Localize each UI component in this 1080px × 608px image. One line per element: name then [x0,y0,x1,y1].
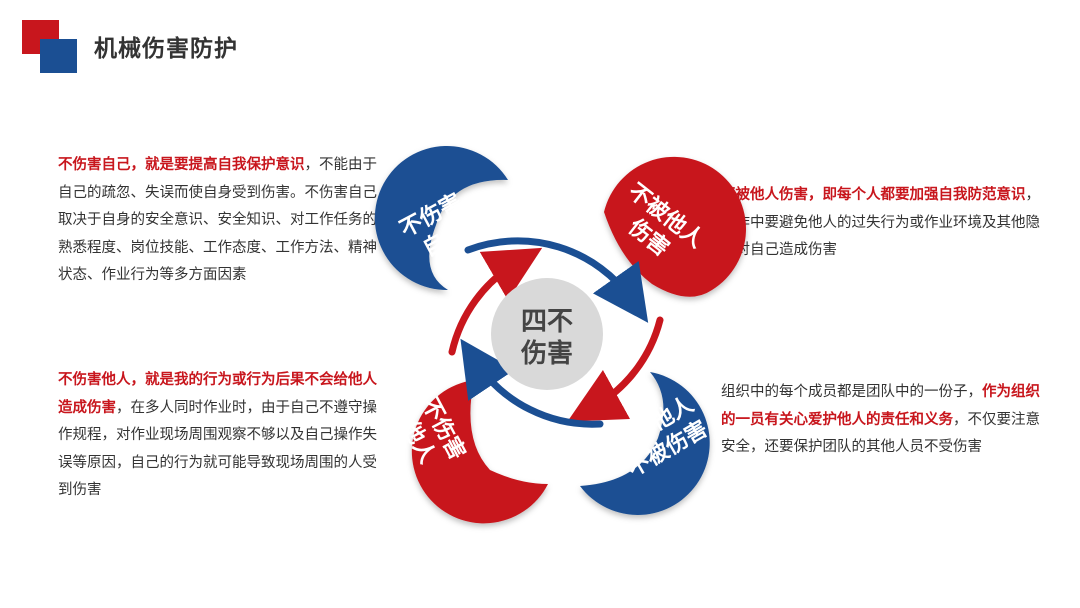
page-title: 机械伤害防护 [94,36,238,62]
paragraph-body: ，工作中要避免他人的过失行为或作业环境及其他隐患对自己造成伤害 [721,187,1040,258]
paragraph-not-harm-self: 不伤害自己，就是要提高自我保护意识，不能由于自己的疏忽、失误而使自身受到伤害。不… [58,152,388,290]
arrow-top-blue [464,237,649,323]
paragraph-highlight: 不伤害自己，就是要提高自我保护意识 [58,157,305,173]
paragraph-body: ，不能由于自己的疏忽、失误而使自身受到伤害。不伤害自己取决于自身的安全意识、安全… [58,157,377,283]
petal-bottom-left [411,380,548,524]
paragraph-body: ，在多人同时作业时，由于自己不遵守操作规程，对作业现场周围观察不够以及自己操作失… [58,399,377,499]
paragraph-protect-others: 组织中的每个成员都是团队中的一份子，作为组织的一员有关心爱护他人的责任和义务，不… [721,379,1051,462]
center-label-line1: 四不 [521,307,573,337]
paragraph-highlight: 作为组织的一员有关心爱护他人的责任和义务 [721,384,1040,428]
paragraph-body: ，不仅要注意安全，还要保护团队的其他人员不受伤害 [721,411,1040,456]
paragraph-not-harmed-by-others: 不被他人伤害，即每个人都要加强自我防范意识，工作中要避免他人的过失行为或作业环境… [721,182,1051,265]
paragraph-not-harm-others: 不伤害他人，就是我的行为或行为后果不会给他人造成伤害，在多人同时作业时，由于自己… [58,367,388,505]
logo-blue-square [40,39,77,73]
petal-bottom-right [580,372,710,515]
petal-top-left [374,146,508,291]
paragraph-highlight: 不被他人伤害，即每个人都要加强自我防范意识 [721,187,1026,203]
paragraph-highlight: 不伤害他人，就是我的行为或行为后果不会给他人造成伤害 [58,372,377,416]
arrow-right-red [567,316,664,422]
arrow-left-red [448,247,543,356]
center-label-line2: 伤害 [520,338,573,369]
paragraph-prefix: 组织中的每个成员都是团队中的一份子， [721,384,982,400]
arrow-bottom-blue [460,338,604,428]
center-circle [491,278,603,390]
